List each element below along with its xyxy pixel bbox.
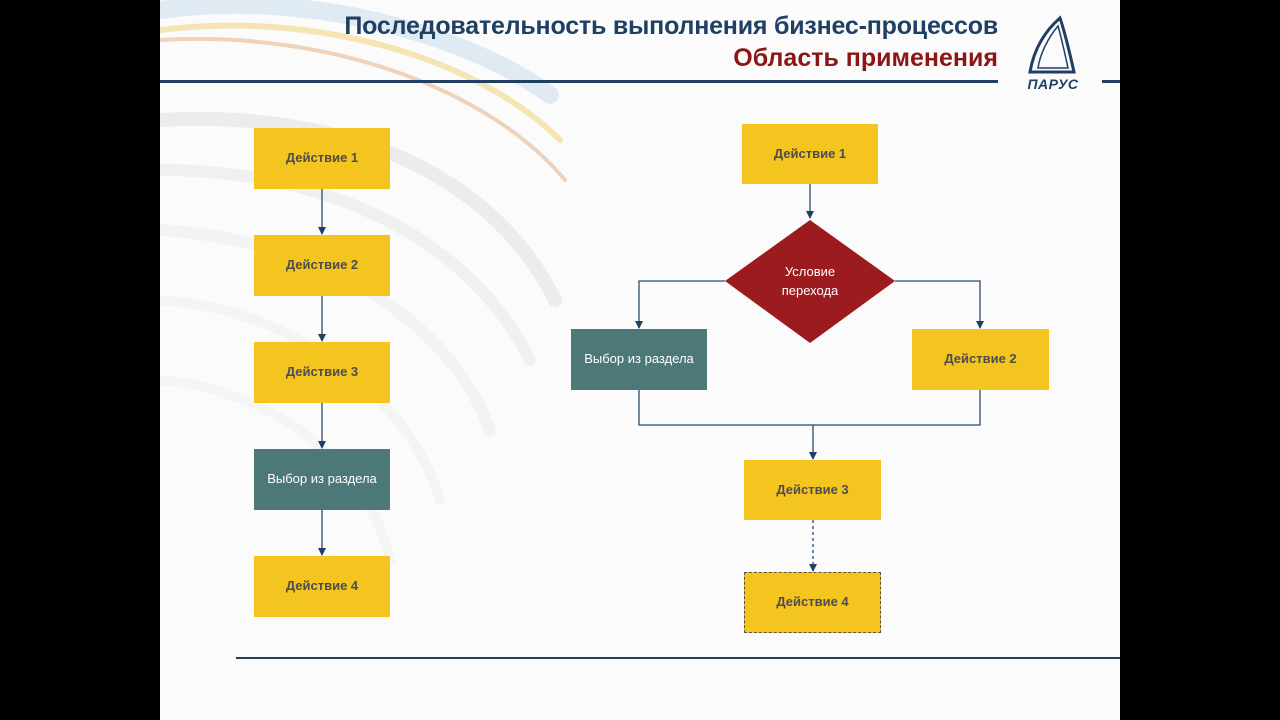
right-merge-right	[813, 390, 981, 426]
logo-text: ПАРУС	[1027, 76, 1079, 92]
header-divider	[160, 80, 998, 83]
page-subtitle: Область применения	[733, 44, 998, 72]
parus-sail-logo-icon	[1028, 15, 1076, 74]
right-action-4-optional[interactable]: Действие 4	[744, 572, 881, 633]
right-action-3[interactable]: Действие 3	[744, 460, 881, 520]
right-action-1[interactable]: Действие 1	[742, 124, 878, 184]
page-title: Последовательность выполнения бизнес-про…	[344, 12, 998, 40]
condition-diamond	[725, 220, 895, 343]
condition-label: Условие перехода	[781, 263, 839, 299]
right-arrow-condition-right	[895, 280, 984, 329]
header-divider-right	[1102, 80, 1120, 83]
right-arrow-condition-left	[635, 280, 725, 329]
left-action-2[interactable]: Действие 2	[254, 235, 390, 296]
slide: Последовательность выполнения бизнес-про…	[160, 0, 1120, 720]
left-action-4[interactable]: Действие 4	[254, 556, 390, 617]
left-action-1[interactable]: Действие 1	[254, 128, 390, 189]
right-merge-left	[638, 390, 813, 426]
right-action-2[interactable]: Действие 2	[912, 329, 1049, 390]
flow-connectors	[318, 184, 984, 572]
right-section-selection[interactable]: Выбор из раздела	[571, 329, 707, 390]
left-section-selection[interactable]: Выбор из раздела	[254, 449, 390, 510]
footer-divider	[236, 657, 1120, 659]
left-action-3[interactable]: Действие 3	[254, 342, 390, 403]
